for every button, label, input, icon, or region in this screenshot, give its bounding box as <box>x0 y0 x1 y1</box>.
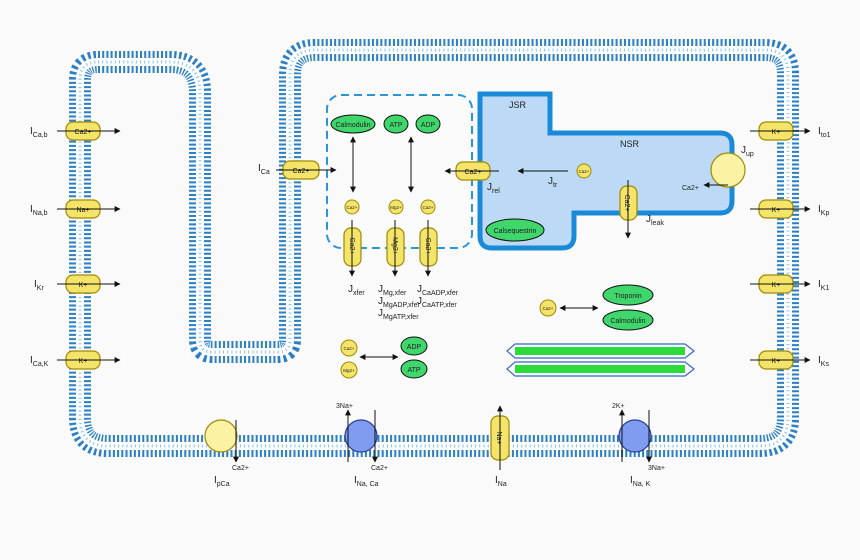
svg-text:Ca2+: Ca2+ <box>423 205 434 210</box>
ito1-label: Ito1 <box>818 126 831 139</box>
svg-text:Jleak: Jleak <box>646 214 664 227</box>
svg-text:Calmodulin: Calmodulin <box>610 318 645 325</box>
svg-text:JMg,xfer: JMg,xfer <box>378 284 407 297</box>
svg-text:Ca2+: Ca2+ <box>579 169 590 174</box>
subspace-adp: ADP <box>415 114 441 134</box>
sarcolemma-membrane <box>69 39 799 457</box>
svg-text:ATP: ATP <box>407 367 420 374</box>
svg-text:ADP: ADP <box>421 122 436 129</box>
ito1-channel: K+ Ito1 <box>750 121 831 141</box>
ina-b-label: INa,b <box>30 204 48 217</box>
ipca-pump: Ca2+ IpCa <box>204 419 249 488</box>
myofilaments <box>506 343 695 377</box>
svg-text:Ca2+: Ca2+ <box>347 205 358 210</box>
ica-k-label: ICa,K <box>30 355 49 368</box>
svg-text:Jup: Jup <box>741 145 754 158</box>
svg-text:Troponin: Troponin <box>614 293 641 300</box>
ica-label: ICa <box>258 163 270 176</box>
subspace-mg-ion: Mg2+ <box>388 199 404 215</box>
cytosol-atp: ATP <box>400 359 428 379</box>
inak-label: INa, K <box>630 475 651 488</box>
svg-text:Na+: Na+ <box>76 207 89 214</box>
svg-text:Ca2+: Ca2+ <box>465 169 482 176</box>
svg-text:Mg2+: Mg2+ <box>343 368 355 373</box>
jsr-label: JSR <box>509 100 527 110</box>
svg-text:Ca2+: Ca2+ <box>623 195 630 212</box>
svg-text:JMgADP,xfer: JMgADP,xfer <box>378 296 420 309</box>
svg-text:Jtr: Jtr <box>548 176 558 189</box>
iks-channel: K+ IKs <box>750 350 829 370</box>
jleak-channel: Ca2+ Jleak <box>619 180 664 239</box>
ik1-channel: K+ IK1 <box>750 274 829 294</box>
svg-text:Ca2+: Ca2+ <box>293 168 310 175</box>
subspace-ca-ion-2: Ca2+ <box>420 199 436 215</box>
svg-text:Ca2+: Ca2+ <box>371 465 388 472</box>
svg-text:3Na+: 3Na+ <box>336 403 353 410</box>
svg-text:K+: K+ <box>772 207 781 214</box>
ina-label: INa <box>495 475 507 488</box>
inaca-label: INa, Ca <box>354 475 379 488</box>
ina-channel: Na+ INa <box>490 405 510 488</box>
jcaadp-xfer-channel: Ca2+ JCaADP,xfer JCaATP,xfer <box>417 220 459 309</box>
ikr-label: IKr <box>34 279 44 292</box>
svg-text:Na+: Na+ <box>495 431 502 444</box>
svg-text:ADP: ADP <box>407 344 422 351</box>
inak-pump: 2K+ 3Na+ INa, K <box>612 403 665 488</box>
svg-text:K+: K+ <box>772 282 781 289</box>
sarcoplasmic-reticulum: JSR NSR Calsequestrin <box>477 91 735 251</box>
ica-k-channel: K+ ICa,K <box>30 350 121 370</box>
nsr-label: NSR <box>620 139 640 149</box>
jxfer-channel: Ca2+ Jxfer <box>343 220 365 297</box>
calsequestrin: Calsequestrin <box>485 218 545 242</box>
svg-text:Ca2+: Ca2+ <box>344 346 355 351</box>
svg-text:Ca2+: Ca2+ <box>75 129 92 136</box>
svg-text:K+: K+ <box>79 282 88 289</box>
svg-text:ATP: ATP <box>389 122 402 129</box>
iks-label: IKs <box>818 355 829 368</box>
cytosol-adp: ADP <box>400 336 428 356</box>
jmg-xfer-channel: Mg2+ JMg,xfer JMgADP,xfer JMgATP,xfer <box>378 220 420 321</box>
svg-text:K+: K+ <box>772 129 781 136</box>
ikp-channel: K+ IKp <box>750 199 829 219</box>
ica-channel: Ca2+ ICa <box>258 160 337 180</box>
svg-text:Jxfer: Jxfer <box>348 284 365 297</box>
ikr-channel: K+ IKr <box>34 274 121 294</box>
svg-text:Calmodulin: Calmodulin <box>335 122 370 129</box>
svg-text:Ca2+: Ca2+ <box>543 306 554 311</box>
ina-b-channel: Na+ INa,b <box>30 199 121 219</box>
svg-text:K+: K+ <box>79 358 88 365</box>
jup-pump: Ca2+ Jup <box>682 145 754 192</box>
jtr-flux: Ca2+ Jtr <box>517 163 592 189</box>
svg-text:3Na+: 3Na+ <box>648 465 665 472</box>
svg-text:K+: K+ <box>772 358 781 365</box>
svg-text:Mg2+: Mg2+ <box>390 205 402 210</box>
jrel-channel: Ca2+ Jrel <box>444 161 500 195</box>
svg-text:Calsequestrin: Calsequestrin <box>494 228 537 235</box>
cytosol-mg-ion: Mg2+ <box>340 361 358 379</box>
ica-b-channel: Ca2+ ICa,b <box>30 121 121 141</box>
svg-text:JCaADP,xfer: JCaADP,xfer <box>417 284 459 297</box>
svg-text:JCaATP,xfer: JCaATP,xfer <box>417 296 457 309</box>
ipca-label: IpCa <box>214 475 230 488</box>
svg-text:Ca2+: Ca2+ <box>682 185 699 192</box>
cytosol-calmodulin: Calmodulin <box>602 309 654 331</box>
subspace-calmodulin: Calmodulin <box>330 114 376 134</box>
svg-text:Ca2+: Ca2+ <box>232 465 249 472</box>
ica-b-label: ICa,b <box>30 126 48 139</box>
svg-text:Jrel: Jrel <box>487 182 500 195</box>
subspace-atp: ATP <box>383 114 409 134</box>
inaca-exchanger: 3Na+ Ca2+ INa, Ca <box>336 403 388 488</box>
ik1-label: IK1 <box>818 279 829 292</box>
cytosol-ca-ion-2: Ca2+ <box>340 339 358 357</box>
ikp-label: IKp <box>818 204 829 217</box>
troponin: Troponin <box>602 284 654 306</box>
cytosol-ca-ion: Ca2+ <box>539 299 557 317</box>
svg-text:2K+: 2K+ <box>612 403 625 410</box>
svg-text:JMgATP,xfer: JMgATP,xfer <box>378 308 419 321</box>
subspace-ca-ion-1: Ca2+ <box>344 199 360 215</box>
